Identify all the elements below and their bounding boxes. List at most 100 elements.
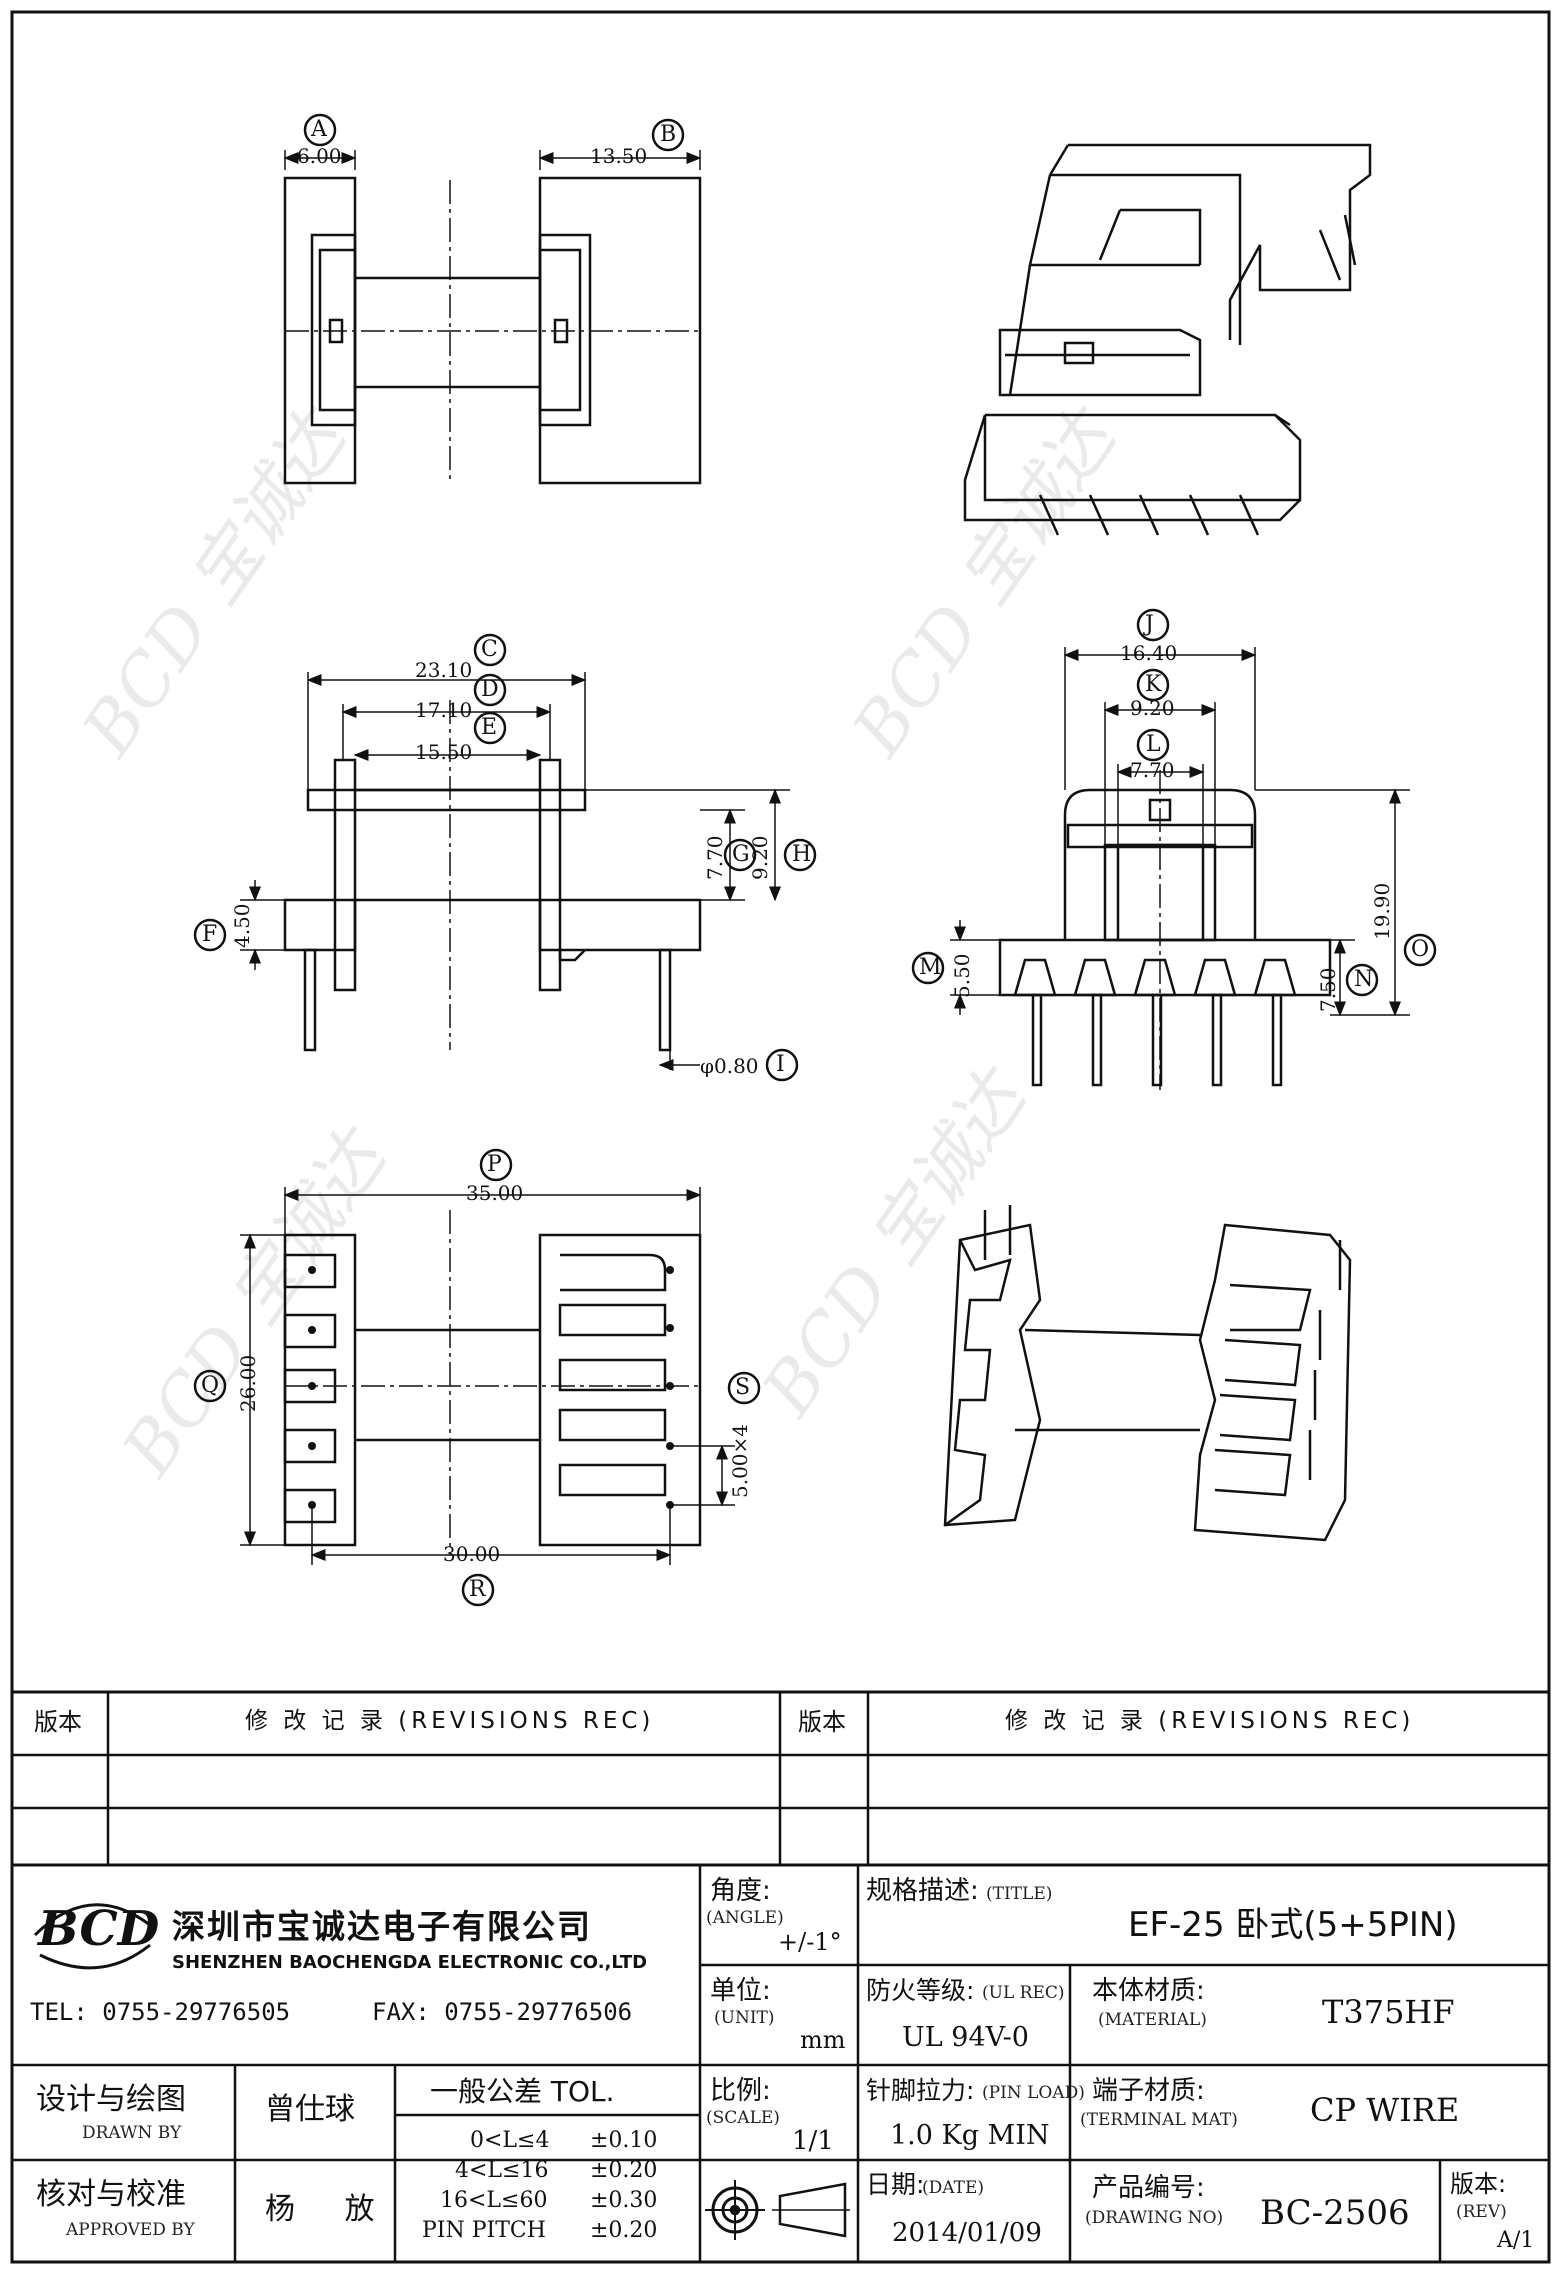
dim-a: 6.00 <box>297 144 342 168</box>
title-label-en: (TITLE) <box>986 1884 1053 1904</box>
ul-label-en: (UL REC) <box>982 1983 1065 2003</box>
pinload-value: 1.0 Kg MIN <box>890 2120 1050 2151</box>
pinload-label: 针脚拉力: <box>866 2076 975 2105</box>
dim-g: 7.70 <box>703 835 727 880</box>
tolerance-value: ±0.30 <box>590 2188 658 2213</box>
rev-label-en: (REV) <box>1456 2202 1507 2222</box>
label-b: B <box>660 122 677 147</box>
title-label: 规格描述: <box>866 1876 979 1906</box>
dim-q: 26.00 <box>236 1354 260 1412</box>
material-value: T375HF <box>1322 1993 1455 2031</box>
ul-value: UL 94V-0 <box>902 2022 1029 2053</box>
label-n: N <box>1354 967 1374 992</box>
terminal-value: CP WIRE <box>1310 2091 1460 2129</box>
dim-j: 16.40 <box>1120 641 1178 665</box>
label-r: R <box>469 1577 486 1602</box>
dim-f: 4.50 <box>230 903 254 948</box>
company-name-en: SHENZHEN BAOCHENGDA ELECTRONIC CO.,LTD <box>172 1952 648 1973</box>
label-k: K <box>1145 672 1162 697</box>
label-i: I <box>776 1052 785 1077</box>
side-view <box>911 608 1437 1090</box>
drawing-no-label: 产品编号: <box>1092 2173 1205 2203</box>
watermark-text: BCD 宝诚达 <box>106 1113 405 1492</box>
iso-view-top <box>963 143 1372 536</box>
drawn-by-label: 设计与绘图 <box>36 2082 186 2117</box>
bottom-view <box>193 1148 761 1607</box>
label-f: F <box>202 922 218 947</box>
dim-r: 30.00 <box>443 1542 501 1566</box>
watermark: BCD 宝诚达 BCD 宝诚达 BCD 宝诚达 BCD 宝诚达 <box>66 393 1135 1492</box>
rev-record-header-right: 修 改 记 录 (REVISIONS REC) <box>1005 1708 1415 1734</box>
dim-k: 9.20 <box>1130 696 1175 720</box>
tolerance-value: ±0.10 <box>590 2128 658 2153</box>
approved-by-name: 杨 放 <box>265 2192 395 2227</box>
approved-by-label-en: APPROVED BY <box>66 2220 195 2240</box>
label-h: H <box>792 842 812 867</box>
dim-b: 13.50 <box>590 144 648 168</box>
rev-version-header-right: 版本 <box>798 1708 846 1736</box>
approved-by-label: 核对与校准 <box>36 2177 186 2212</box>
dim-p: 35.00 <box>466 1181 524 1205</box>
company-logo <box>33 1903 151 1970</box>
watermark-text: BCD 宝诚达 <box>66 393 365 772</box>
dim-i: φ0.80 <box>700 1054 759 1078</box>
dim-m: 5.50 <box>950 953 974 998</box>
drawn-by-label-en: DRAWN BY <box>82 2123 182 2143</box>
unit-value: mm <box>800 2026 846 2054</box>
scale-label: 比例: <box>710 2076 771 2106</box>
dim-l: 7.70 <box>1130 758 1175 782</box>
label-s: S <box>735 1375 751 1400</box>
title-block-grid <box>12 1865 1549 2262</box>
company-fax: FAX: 0755-29776506 <box>372 1998 633 2026</box>
sheet-border <box>10 10 1551 2264</box>
label-p: P <box>487 1152 502 1177</box>
tolerance-value: ±0.20 <box>590 2218 658 2243</box>
label-l: L <box>1146 732 1161 757</box>
scale-value: 1/1 <box>792 2126 834 2156</box>
dim-e: 15.50 <box>415 740 473 764</box>
pinload-label-en: (PIN LOAD) <box>982 2083 1085 2103</box>
company-name-cn: 深圳市宝诚达电子有限公司 <box>172 1907 592 1946</box>
material-label: 本体材质: <box>1092 1976 1205 2006</box>
tolerance-range: 4<L≤16 <box>455 2158 549 2183</box>
label-e: E <box>481 715 498 740</box>
tolerance-title: 一般公差 TOL. <box>430 2075 615 2108</box>
tolerance-range: PIN PITCH <box>422 2218 546 2243</box>
scale-label-en: (SCALE) <box>706 2108 780 2128</box>
dim-d: 17.10 <box>415 698 473 722</box>
angle-label-en: (ANGLE) <box>706 1908 784 1928</box>
logo-text: BCD <box>38 1901 160 1957</box>
ul-label: 防火等级: <box>866 1976 975 2005</box>
rev-value: A/1 <box>1497 2228 1535 2253</box>
tolerance-value: ±0.20 <box>590 2158 658 2183</box>
iso-view-bottom <box>943 1205 1352 1542</box>
dim-c: 23.10 <box>415 658 473 682</box>
label-j: J <box>1145 612 1154 637</box>
terminal-label-en: (TERMINAL MAT) <box>1080 2110 1238 2130</box>
dim-s: 5.00×4 <box>728 1423 752 1498</box>
front-view <box>193 633 817 1082</box>
date-value: 2014/01/09 <box>892 2218 1042 2248</box>
angle-value: +/-1° <box>778 1928 842 1956</box>
label-c: C <box>481 637 498 662</box>
title-value: EF-25 卧式(5+5PIN) <box>1128 1905 1458 1945</box>
company-tel: TEL: 0755-29776505 <box>30 1998 291 2026</box>
material-label-en: (MATERIAL) <box>1098 2010 1207 2030</box>
watermark-text: BCD 宝诚达 <box>746 1053 1045 1432</box>
angle-label: 角度: <box>710 1876 771 1906</box>
label-d: D <box>481 677 499 702</box>
label-o: O <box>1411 937 1430 962</box>
terminal-label: 端子材质: <box>1092 2076 1205 2106</box>
rev-label: 版本: <box>1450 2170 1507 2198</box>
unit-label: 单位: <box>710 1976 771 2006</box>
projection-symbol <box>705 2180 850 2240</box>
drawn-by-name: 曾仕球 <box>265 2092 355 2127</box>
date-label: 日期: <box>866 2170 925 2199</box>
tolerance-range: 0<L≤4 <box>470 2128 550 2153</box>
dim-n: 7.50 <box>1316 967 1340 1012</box>
unit-label-en: (UNIT) <box>714 2008 775 2028</box>
dim-h: 9.20 <box>748 835 772 880</box>
label-q: Q <box>201 1373 220 1398</box>
